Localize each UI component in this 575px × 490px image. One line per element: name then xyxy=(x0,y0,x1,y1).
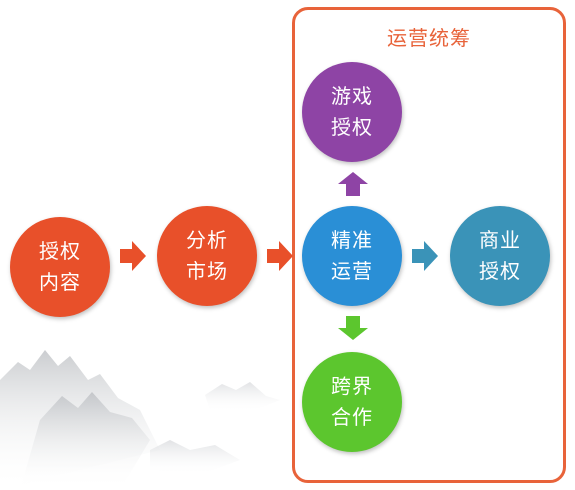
node-label-line2: 授权 xyxy=(331,115,373,139)
mountain-background-image xyxy=(0,350,280,490)
operations-group-title: 运营统筹 xyxy=(387,26,471,50)
node-label-line2: 运营 xyxy=(331,259,373,283)
arrow-up-icon xyxy=(338,172,368,196)
node-precise-operation: 精准 运营 xyxy=(302,206,402,306)
arrow-down-icon xyxy=(338,316,368,340)
node-label-line2: 内容 xyxy=(39,270,81,294)
node-market-analysis: 分析 市场 xyxy=(157,206,257,306)
node-game-license: 游戏 授权 xyxy=(302,62,402,162)
arrow-right-icon xyxy=(412,241,438,271)
node-label-line1: 授权 xyxy=(39,239,81,263)
node-label-line1: 商业 xyxy=(479,228,521,252)
node-commercial-license: 商业 授权 xyxy=(450,206,550,306)
node-label-line1: 分析 xyxy=(186,228,228,252)
node-cross-cooperation: 跨界 合作 xyxy=(302,352,402,452)
node-label-line2: 合作 xyxy=(331,405,373,429)
arrow-right-icon xyxy=(267,241,293,271)
arrow-right-icon xyxy=(120,241,146,271)
node-label-line2: 市场 xyxy=(186,259,228,283)
operations-group-frame xyxy=(292,7,566,483)
node-label-line1: 跨界 xyxy=(331,374,373,398)
node-label-line1: 精准 xyxy=(331,228,373,252)
node-content-license: 授权 内容 xyxy=(10,217,110,317)
node-label-line2: 授权 xyxy=(479,259,521,283)
node-label-line1: 游戏 xyxy=(331,84,373,108)
